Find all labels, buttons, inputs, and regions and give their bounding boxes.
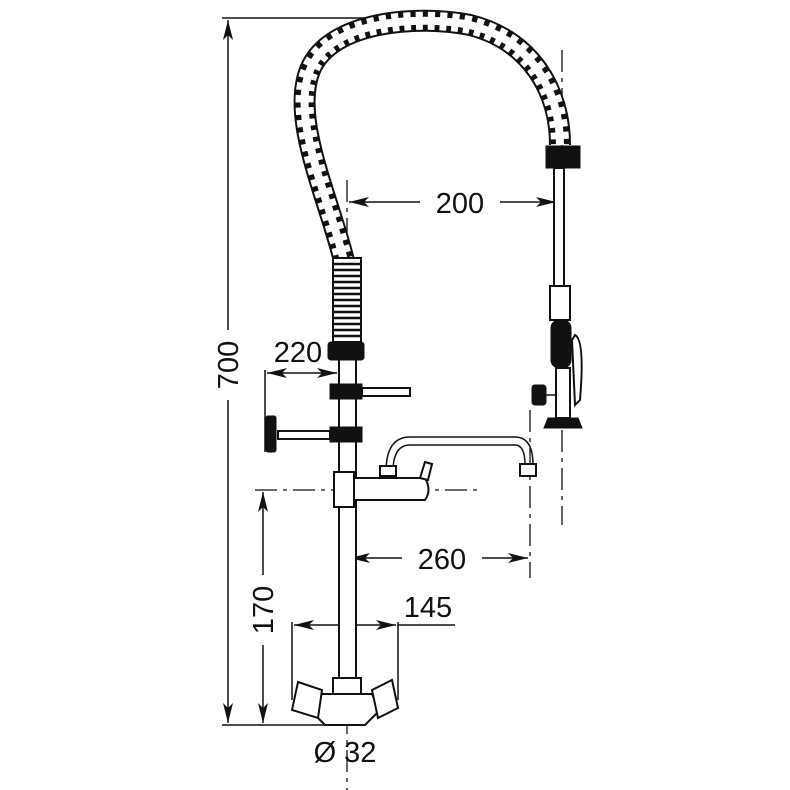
- spray-gun: [531, 145, 583, 429]
- upper-collar: [329, 383, 363, 400]
- wall-bracket: [265, 415, 277, 453]
- grip: [550, 319, 572, 369]
- spout-aerator: [519, 463, 537, 477]
- coiled-hose: [293, 9, 571, 268]
- arm-220-dimension: 220: [264, 337, 337, 452]
- dimension-label-260: 260: [418, 544, 466, 576]
- left-support-arm: [277, 430, 331, 440]
- hose-collar: [545, 145, 581, 169]
- dimension-label-200: 200: [436, 188, 484, 220]
- reach-260-dimension: 260: [350, 544, 528, 576]
- dimension-label-170: 170: [248, 586, 280, 634]
- width-145-dimension: 145: [291, 592, 455, 700]
- left-tap-handle: [290, 680, 324, 720]
- column-pipe: [265, 341, 411, 686]
- top-collar: [327, 341, 365, 361]
- right-support-arm: [361, 387, 411, 397]
- lower-collar: [329, 426, 363, 443]
- hose-spring: [332, 257, 362, 343]
- centerlines: [255, 50, 563, 790]
- right-tap-handle: [370, 678, 400, 720]
- dimension-label-700: 700: [213, 341, 245, 389]
- spout-lever: [418, 460, 434, 482]
- spray-nozzle: [543, 417, 583, 429]
- reach-200-dimension: 200: [349, 188, 556, 220]
- dimension-label-220: 220: [274, 337, 322, 369]
- swivel-spout: [333, 436, 537, 508]
- height-170-dimension: 170: [248, 492, 280, 723]
- dimension-label-145: 145: [404, 592, 452, 624]
- diameter-label: Ø 32: [314, 737, 377, 769]
- trigger: [570, 333, 583, 408]
- valve-knob: [531, 384, 547, 406]
- mixer-base: [290, 677, 400, 726]
